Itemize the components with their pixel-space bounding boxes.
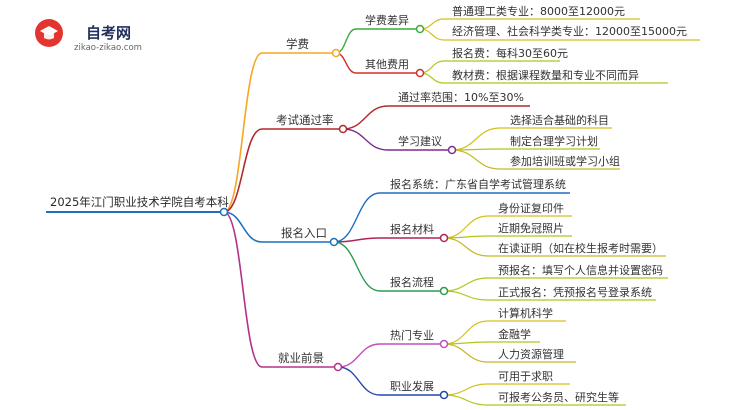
- node-root: [219, 207, 229, 217]
- connector-career: [223, 211, 263, 368]
- connector-entry: [223, 211, 263, 243]
- career-hot: 热门专业: [390, 329, 434, 342]
- graduation-cap-icon: [35, 19, 63, 47]
- pass-advice-item: 参加培训班或学习小组: [510, 155, 620, 168]
- career-hot-item: 人力资源管理: [498, 348, 564, 361]
- connector-career-develop-item-0: [443, 383, 489, 396]
- logo-title: 自考网: [86, 24, 132, 42]
- entry-materials-item: 身份证复印件: [498, 202, 564, 215]
- career-hot-item: 计算机科学: [498, 307, 553, 320]
- site-logo[interactable]: 自考网 zikao-zikao.com: [8, 10, 168, 58]
- pass-advice-item: 选择适合基础的科目: [510, 114, 609, 127]
- node-pass: [338, 124, 348, 134]
- connector-entry-materials-item-0: [443, 215, 489, 239]
- entry-process-item: 正式报名：凭预报名号登录系统: [498, 286, 652, 299]
- connector-entry-process-item-0: [443, 277, 489, 292]
- pass-range: 通过率范围：10%至30%: [398, 91, 524, 104]
- connector-career-develop-item-1: [443, 394, 489, 406]
- node-pass-advice: [447, 145, 457, 155]
- connector-entry-materials-item-2: [443, 237, 489, 257]
- connector-career-hot-item-0: [443, 320, 489, 345]
- node-fees-diff: [415, 24, 425, 34]
- career-develop-item: 可报考公务员、研究生等: [498, 391, 619, 404]
- node-fees-other: [415, 68, 425, 78]
- connector-pass-range: [342, 105, 389, 130]
- node-career: [333, 362, 343, 372]
- connector-career-hot-item-2: [443, 343, 489, 363]
- root-topic: 2025年江门职业技术学院自考本科: [50, 195, 229, 209]
- connector-fees: [223, 52, 263, 213]
- fees-diff: 学费差异: [365, 14, 409, 27]
- node-entry-materials: [439, 233, 449, 243]
- branch-career: 就业前景: [278, 351, 324, 365]
- branch-pass-rate: 考试通过率: [276, 113, 334, 127]
- entry-materials-item: 近期免冠照片: [498, 222, 564, 235]
- entry-process: 报名流程: [390, 276, 434, 289]
- connector-pass-advice: [342, 128, 389, 151]
- branch-fees: 学费: [286, 37, 309, 51]
- fees-other: 其他费用: [365, 58, 409, 71]
- pass-advice-item: 制定合理学习计划: [510, 135, 598, 148]
- connector-entry-process: [333, 241, 381, 292]
- connector-pass-advice-item-0: [451, 127, 501, 151]
- connector-entry-system: [333, 192, 381, 243]
- connector-entry-process-item-1: [443, 290, 489, 301]
- career-hot-item: 金融学: [498, 328, 531, 341]
- connector-pass: [223, 128, 263, 213]
- entry-materials-item: 在读证明（如在校生报考时需要）: [498, 242, 663, 255]
- fees-other-item: 教材费：根据课程数量和专业不同而异: [452, 69, 639, 82]
- career-develop-item: 可用于求职: [498, 370, 553, 383]
- entry-materials: 报名材料: [390, 223, 434, 236]
- node-entry: [329, 237, 339, 247]
- pass-advice: 学习建议: [398, 135, 442, 148]
- node-career-hot: [439, 339, 449, 349]
- connector-career-hot: [337, 343, 381, 368]
- node-entry-process: [439, 286, 449, 296]
- connector-fees-diff: [335, 28, 357, 54]
- entry-system: 报名系统：广东省自学考试管理系统: [390, 178, 566, 191]
- entry-process-item: 预报名：填写个人信息并设置密码: [498, 264, 663, 277]
- connector-career-develop: [337, 366, 381, 396]
- connector-entry-materials: [333, 237, 381, 243]
- fees-other-item: 报名费：每科30至60元: [452, 47, 568, 60]
- branch-entry: 报名入口: [281, 226, 327, 240]
- fees-diff-item: 普通理工类专业：8000至12000元: [452, 5, 625, 18]
- connector-pass-advice-item-2: [451, 149, 501, 170]
- node-career-develop: [439, 390, 449, 400]
- fees-diff-item: 经济管理、社会科学类专业：12000至15000元: [452, 25, 687, 38]
- career-develop: 职业发展: [390, 380, 434, 393]
- node-fees: [331, 48, 341, 58]
- logo-url: zikao-zikao.com: [74, 43, 142, 53]
